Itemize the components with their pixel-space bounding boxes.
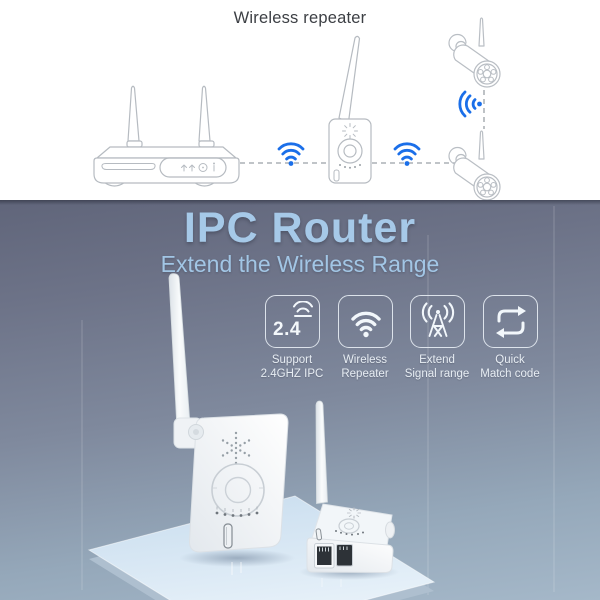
device-shadow: [179, 549, 295, 567]
wifi-arcs-icon: [293, 301, 313, 317]
sync-arrows-icon: [495, 305, 526, 338]
reset-slot: [223, 523, 233, 549]
mini-repeater-antenna: [315, 400, 328, 504]
main-repeater-antenna: [168, 273, 191, 430]
repeater-logo: [342, 123, 358, 139]
repeater-led-dots: [339, 164, 361, 169]
feature-tile-support-2-4ghz: 2.4: [265, 295, 320, 348]
speaker-grille: [221, 431, 251, 465]
signal-tower-icon: [421, 301, 454, 337]
hero-title: IPC Router: [183, 204, 417, 252]
feature-tile-quick-match: [483, 295, 538, 348]
brand-logo: [347, 507, 361, 519]
nvr-illustration: [93, 85, 240, 187]
reflections: [231, 562, 342, 587]
2-4ghz-wifi-icon: 2.4: [266, 296, 319, 347]
2-4ghz-badge-text: 2.4: [273, 319, 301, 340]
wifi-signal-icon: [277, 142, 305, 168]
ethernet-ports: [314, 543, 353, 569]
hero-section: IPC Router Extend the Wireless Range 2.4: [0, 200, 600, 600]
wifi-signal-icon: [393, 142, 421, 168]
led-indicators: [215, 506, 259, 517]
main-repeater-product: [168, 273, 289, 553]
dashed-links: [240, 90, 485, 164]
feature-label-wireless-repeater: Wireless Repeater: [341, 354, 389, 380]
mini-repeater-product: [306, 400, 395, 574]
wifi-icon: [350, 311, 381, 337]
main-repeater-body: [188, 413, 289, 553]
mini-led-dots: [335, 530, 364, 536]
hero-subtitle: Extend the Wireless Range: [160, 251, 440, 277]
pairing-ring: [211, 463, 265, 517]
feature-tile-extend-signal: [410, 295, 465, 348]
repeater-illustration: [328, 35, 372, 184]
product-scene: [81, 206, 555, 600]
camera-illustration-top: [448, 17, 501, 88]
feature-label-extend-signal: Extend Signal range: [404, 354, 470, 380]
diagram-title: Wireless repeater: [233, 9, 367, 27]
camera-illustration-bottom: [448, 130, 501, 200]
setup-diagram-section: Wireless repeater: [0, 0, 600, 200]
feature-label-support: Support 2.4GHZ IPC: [260, 354, 324, 380]
feature-label-quick-match: Quick Match code: [480, 354, 540, 380]
nvr-front-panel-icons: [181, 162, 215, 172]
wifi-signal-icon: [458, 90, 484, 118]
side-button: [385, 521, 395, 539]
mini-reset-slot: [315, 528, 323, 541]
feature-tile-wireless-repeater: [338, 295, 393, 348]
setup-diagram: [93, 17, 501, 200]
